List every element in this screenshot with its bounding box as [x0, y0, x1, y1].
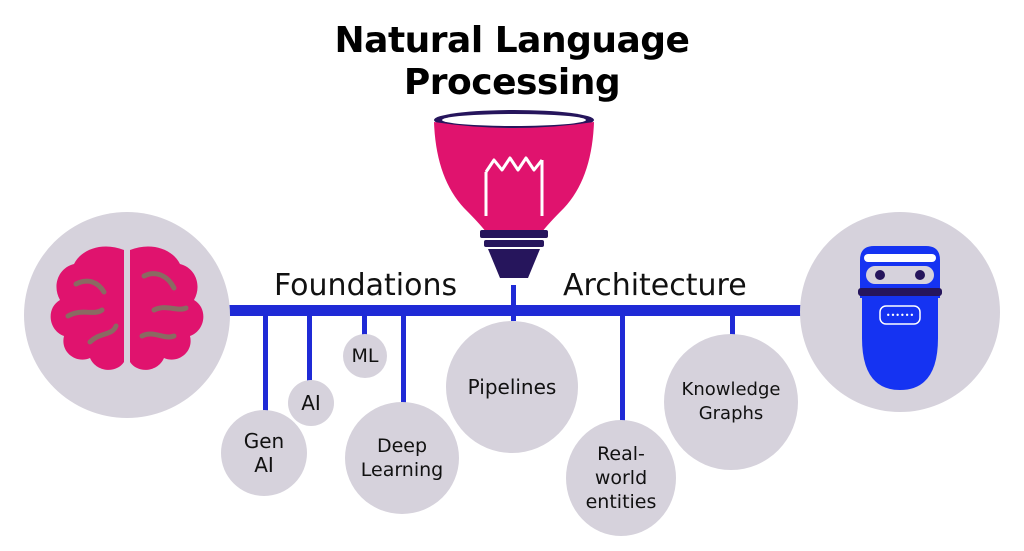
bubble-ml: ML	[343, 334, 387, 378]
title-line-2: Processing	[403, 62, 621, 103]
bubble-gen-ai: Gen AI	[221, 410, 307, 496]
funnel-connector	[511, 285, 516, 321]
stem-real-world-entities	[620, 310, 625, 428]
bubble-ai: AI	[288, 380, 334, 426]
bubble-deep-learning: Deep Learning	[345, 402, 459, 514]
funnel-lightbulb-icon	[434, 110, 594, 278]
stem-gen-ai	[263, 310, 268, 418]
robot-icon: ••••••	[858, 246, 942, 390]
stem-knowledge-graphs	[730, 310, 735, 338]
brain-icon	[50, 246, 204, 370]
section-architecture: Architecture	[563, 268, 747, 303]
stem-ml	[362, 310, 367, 342]
bubble-real-world-entities: Real- world entities	[566, 420, 676, 536]
stem-ai	[307, 310, 312, 385]
section-foundations: Foundations	[274, 268, 458, 303]
stem-deep-learning	[401, 310, 406, 404]
brain-hub	[24, 212, 230, 418]
robot-hub: ••••••	[800, 212, 1000, 412]
svg-text:••••••: ••••••	[886, 311, 914, 320]
title-line-1: Natural Language	[334, 20, 690, 61]
bubble-knowledge-graphs: Knowledge Graphs	[664, 334, 798, 470]
bubble-pipelines: Pipelines	[446, 321, 578, 453]
